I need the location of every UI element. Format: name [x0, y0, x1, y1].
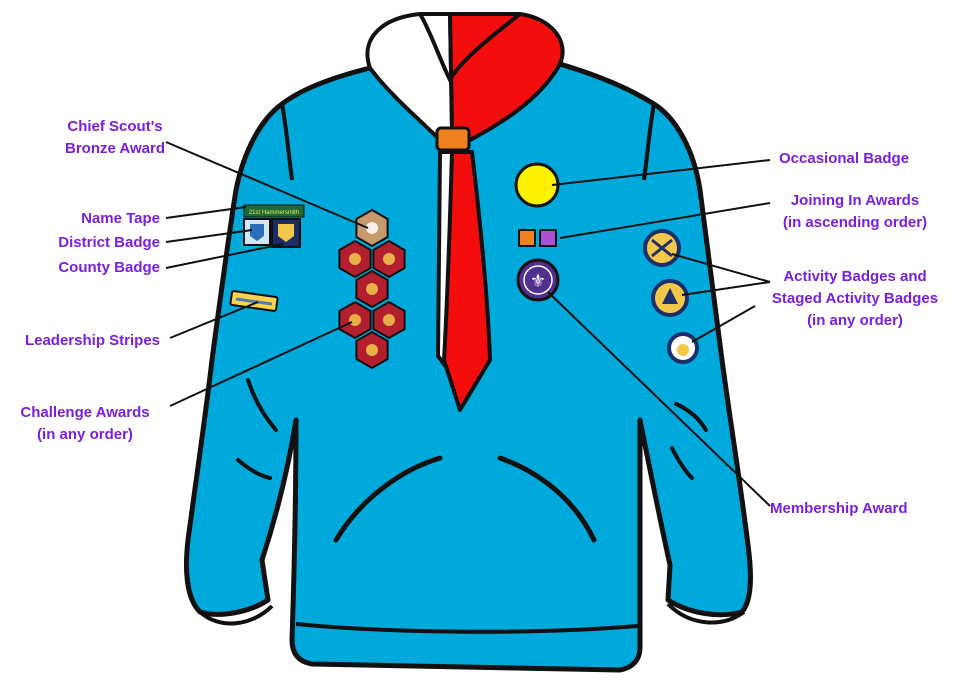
leader-name-tape [165, 206, 247, 219]
fold-line-3 [674, 402, 708, 432]
activity-badge-2-icon [662, 288, 678, 304]
leader-district [165, 229, 253, 243]
label-activity-badges: Activity Badges and Staged Activity Badg… [757, 266, 953, 332]
joining-in-award-1 [518, 229, 536, 247]
label-line: County Badge [58, 259, 160, 276]
county-badge [271, 218, 301, 248]
fold-line-2 [236, 458, 272, 480]
leader-challenge [169, 321, 353, 407]
scarf-tail-red [442, 150, 492, 412]
staged-activity-badge-core [677, 344, 689, 356]
leader-county [165, 243, 284, 269]
right-cuff [666, 602, 746, 625]
label-line: (in any order) [37, 426, 133, 443]
label-line: Leadership Stripes [24, 332, 160, 349]
label-leadership-stripes: Leadership Stripes [0, 330, 160, 352]
leadership-stripe-line [235, 297, 273, 306]
challenge-award-icon [383, 314, 395, 326]
fold-line-4 [670, 446, 694, 480]
label-line: Challenge Awards [20, 404, 150, 421]
left-cuff [198, 604, 274, 626]
occasional-badge [514, 162, 560, 208]
leader-activity-2 [681, 281, 771, 296]
label-line: Name Tape [81, 210, 160, 227]
activity-badge-1-icon [651, 238, 673, 258]
pocket-line-left [333, 455, 443, 543]
hex-badges [338, 208, 406, 370]
label-challenge-awards: Challenge Awards (in any order) [0, 402, 170, 446]
label-chief-scout-bronze-award: Chief Scout's Bronze Award [40, 116, 190, 160]
label-line: Activity Badges and [783, 268, 927, 285]
name-tape-badge [243, 204, 305, 218]
label-membership-award: Membership Award [770, 498, 940, 520]
district-badge-mark [250, 224, 264, 241]
leader-staged [691, 305, 756, 343]
waistband [295, 622, 639, 634]
woggle [435, 126, 471, 152]
armpit-right [642, 103, 656, 181]
challenge-award-icon [366, 344, 378, 356]
label-district-badge: District Badge [20, 232, 160, 254]
challenge-award-icon [349, 253, 361, 265]
label-name-tape: Name Tape [20, 208, 160, 230]
scarf-red [448, 12, 565, 142]
pocket-line-right [497, 455, 597, 543]
label-line: District Badge [58, 234, 160, 251]
leader-activity-1 [671, 253, 771, 283]
leader-chief-scout [165, 141, 369, 229]
label-line: (in any order) [807, 312, 903, 329]
leader-membership [547, 291, 771, 507]
membership-award-ring [523, 265, 553, 295]
leader-joining-in [559, 202, 771, 239]
label-county-badge: County Badge [20, 257, 160, 279]
label-line: Membership Award [770, 500, 908, 517]
leader-occasional [551, 159, 771, 186]
label-joining-in-awards: Joining In Awards (in ascending order) [770, 190, 940, 234]
label-occasional-badge: Occasional Badge [779, 148, 949, 170]
challenge-award-icon [349, 314, 361, 326]
label-line: (in ascending order) [782, 214, 928, 231]
armpit-left [280, 103, 294, 181]
label-line: Staged Activity Badges [771, 290, 939, 307]
challenge-award-icon [366, 283, 378, 295]
joining-in-award-2 [539, 229, 557, 247]
name-tape-text: 21st Hammersmith [249, 210, 299, 216]
collar-neck [418, 12, 522, 85]
label-line: Chief Scout's [67, 118, 163, 135]
fold-line-1 [246, 378, 278, 432]
label-line: Joining In Awards [790, 192, 920, 209]
bronze-award-icon [366, 222, 378, 234]
label-line: Occasional Badge [779, 150, 910, 167]
county-badge-mark [278, 224, 294, 242]
leader-leadership [169, 301, 259, 339]
fleur-de-lis-icon: ⚜ [530, 271, 546, 292]
label-line: Bronze Award [64, 140, 166, 157]
challenge-award-icon [383, 253, 395, 265]
